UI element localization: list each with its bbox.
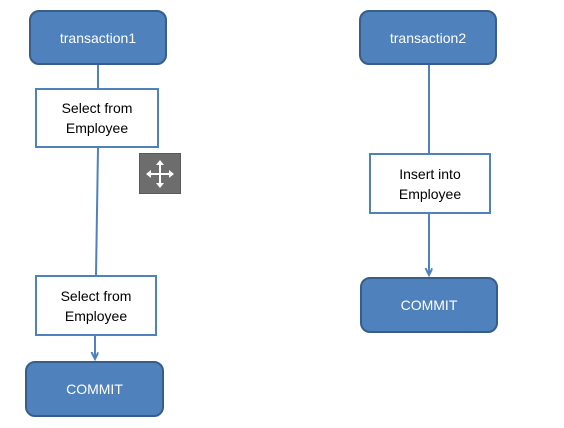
transaction2-insert-step[interactable]: Insert into Employee: [369, 153, 491, 214]
connector-t1-select1-to-select2: [95, 147, 99, 276]
step-line-2: Employee: [398, 185, 462, 202]
transaction1-commit-label: COMMIT: [66, 381, 123, 397]
transaction2-commit[interactable]: COMMIT: [360, 277, 498, 333]
transaction2-commit-label: COMMIT: [400, 297, 458, 313]
step-line-1: Select from: [60, 287, 132, 304]
transaction2-header[interactable]: transaction2: [359, 10, 497, 65]
transaction1-select-step-1[interactable]: Select from Employee: [35, 88, 159, 148]
move-handle[interactable]: [139, 153, 181, 194]
step-line-2: Employee: [65, 120, 129, 136]
transaction2-header-label: transaction2: [389, 29, 467, 46]
transaction1-select-step-2[interactable]: Select from Employee: [35, 275, 157, 336]
step-line-2: Employee: [64, 307, 128, 324]
move-arrows-icon: [146, 159, 174, 188]
transaction1-commit[interactable]: COMMIT: [25, 361, 164, 417]
step-line-1: Select from: [61, 100, 133, 116]
step-line-1: Insert into: [399, 165, 461, 182]
transaction1-header-label: transaction1: [59, 29, 137, 46]
transaction1-header[interactable]: transaction1: [29, 10, 167, 65]
